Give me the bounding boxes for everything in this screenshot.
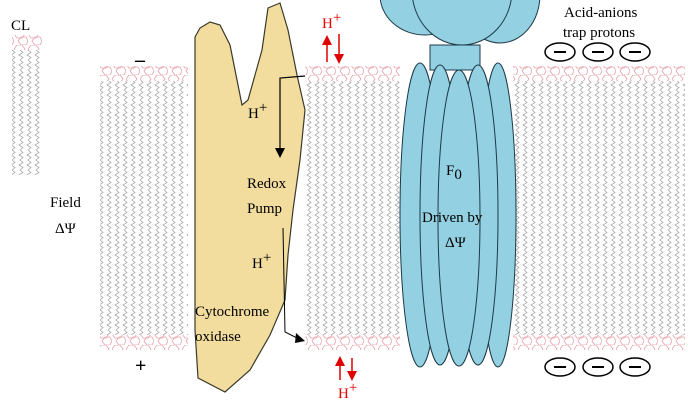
cardiolipin-membrane-strip <box>12 35 42 175</box>
driven-by-label: Driven by <box>422 210 483 226</box>
proton-inner-label-1: H+ <box>248 100 267 122</box>
redox-label: Redox <box>247 176 287 192</box>
field-psi-label: ΔΨ <box>55 221 77 237</box>
oxidase-label: oxidase <box>195 329 241 345</box>
cl-label: CL <box>11 18 30 34</box>
cytochrome-label: Cytochrome <box>195 304 269 320</box>
proton-path-arrow-upper <box>275 75 306 158</box>
proton-exchange-arrows-bottom <box>335 356 357 381</box>
acid-anions-label: Acid-anions <box>564 5 637 21</box>
proton-exchange-arrows-top <box>322 34 344 64</box>
proton-path-arrow-lower <box>282 227 305 343</box>
redox-pump-protein <box>194 2 306 393</box>
atp-synthase <box>379 0 541 368</box>
membrane-left <box>100 66 188 350</box>
pump-label: Pump <box>247 201 282 217</box>
acid-anions-bottom <box>544 357 651 377</box>
driven-psi-label: ΔΨ <box>445 235 467 251</box>
plus-charge-label: + <box>135 355 146 377</box>
proton-inner-label-2: H+ <box>252 250 271 272</box>
acid-anions-top <box>544 42 651 62</box>
membrane-middle <box>305 66 400 350</box>
field-label: Field <box>50 195 81 211</box>
f0-subunits <box>399 62 517 368</box>
f0-label: F0 <box>446 163 462 183</box>
trap-protons-label: trap protons <box>563 25 635 41</box>
proton-bottom-label: H+ <box>338 380 357 402</box>
minus-charge-label: – <box>134 49 146 71</box>
proton-top-label: H+ <box>322 10 341 32</box>
membrane-right <box>513 66 685 350</box>
